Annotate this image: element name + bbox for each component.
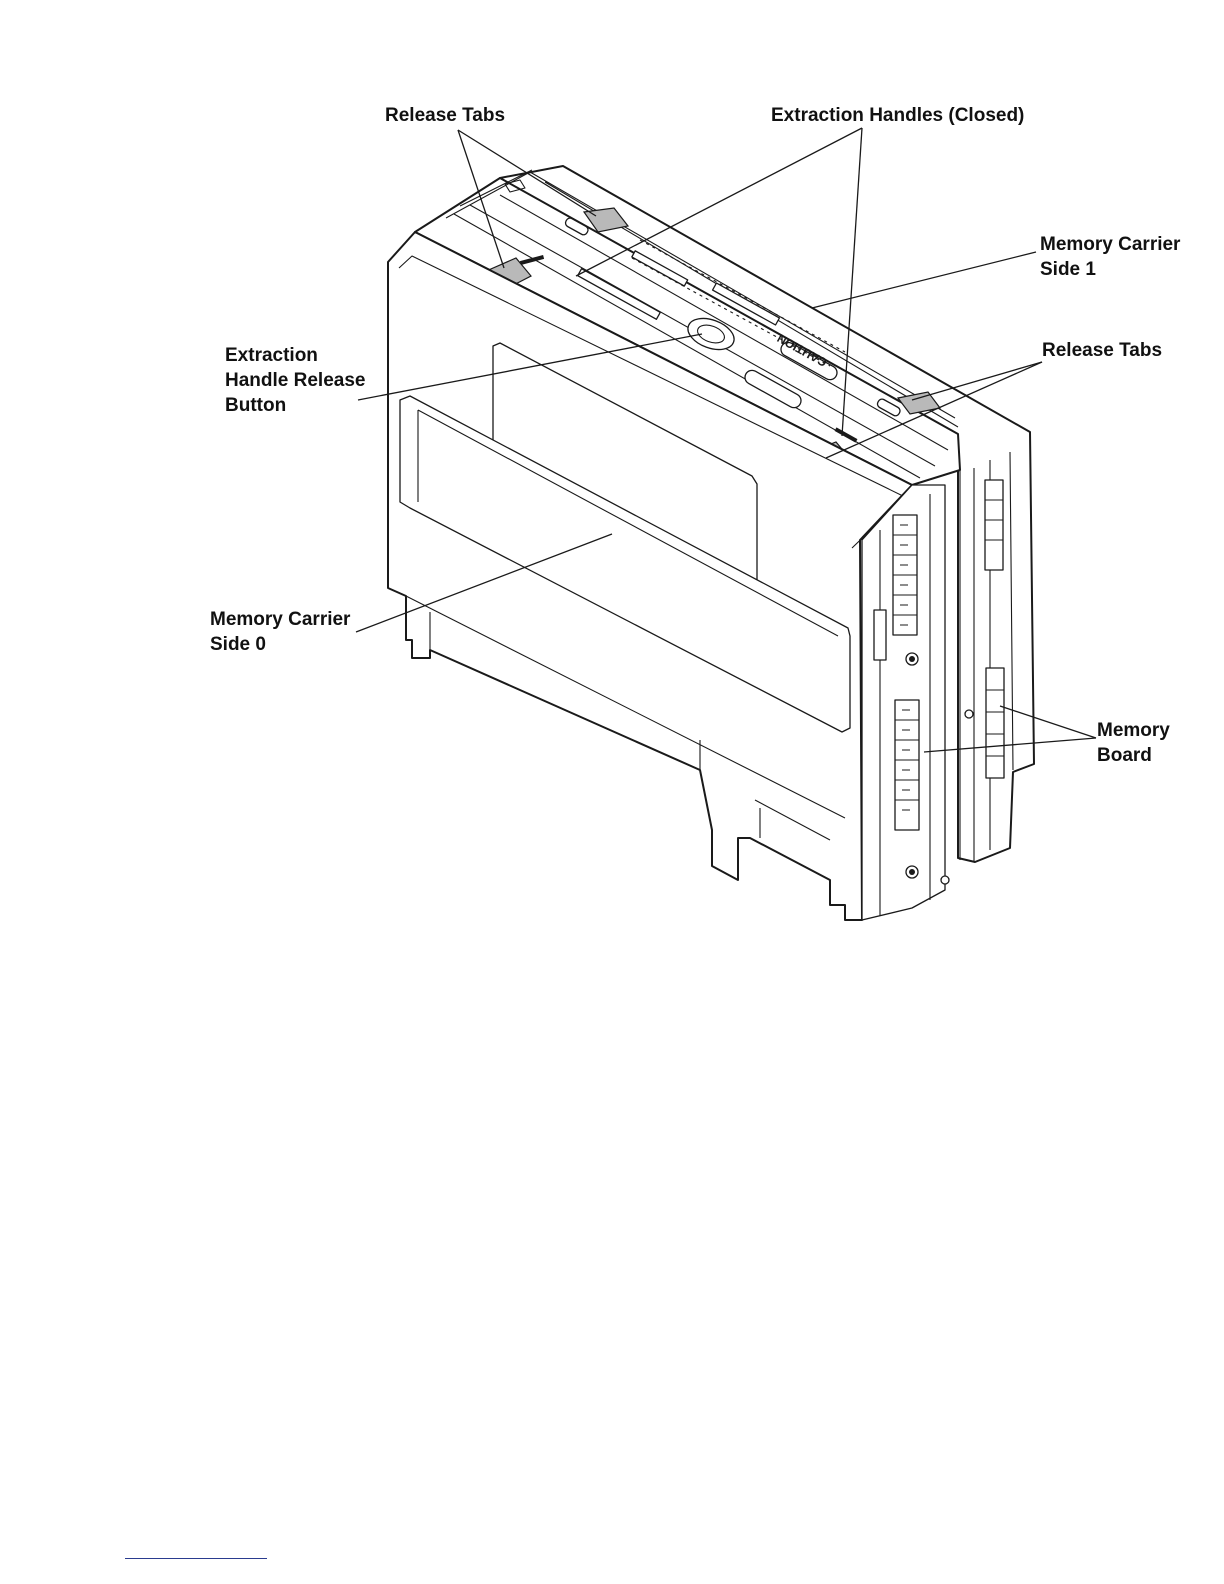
label-line: Side 1 — [1040, 257, 1180, 282]
label-line: Extraction — [225, 343, 365, 368]
memory-carrier-assembly-illustration: CAUTION — [0, 0, 1224, 1000]
label-line: Board — [1097, 743, 1170, 768]
label-line: Button — [225, 393, 365, 418]
label-line: Handle Release — [225, 368, 365, 393]
label-extraction-handle-release-button: Extraction Handle Release Button — [225, 343, 365, 418]
label-release-tabs-right: Release Tabs — [1042, 338, 1162, 363]
label-line: Memory Carrier — [1040, 232, 1180, 257]
footer-rule — [125, 1558, 267, 1559]
label-line: Memory — [1097, 718, 1170, 743]
label-memory-carrier-side-0: Memory Carrier Side 0 — [210, 607, 350, 657]
label-release-tabs-top: Release Tabs — [385, 103, 505, 128]
connector-stack-upper — [893, 515, 917, 635]
label-line: Side 0 — [210, 632, 350, 657]
label-memory-carrier-side-1: Memory Carrier Side 1 — [1040, 232, 1180, 282]
label-line: Release Tabs — [385, 103, 505, 128]
connector-stack-lower — [895, 700, 919, 830]
label-line: Release Tabs — [1042, 338, 1162, 363]
label-extraction-handles: Extraction Handles (Closed) — [771, 103, 1024, 128]
label-line: Memory Carrier — [210, 607, 350, 632]
label-line: Extraction Handles (Closed) — [771, 103, 1024, 128]
label-memory-board: Memory Board — [1097, 718, 1170, 768]
